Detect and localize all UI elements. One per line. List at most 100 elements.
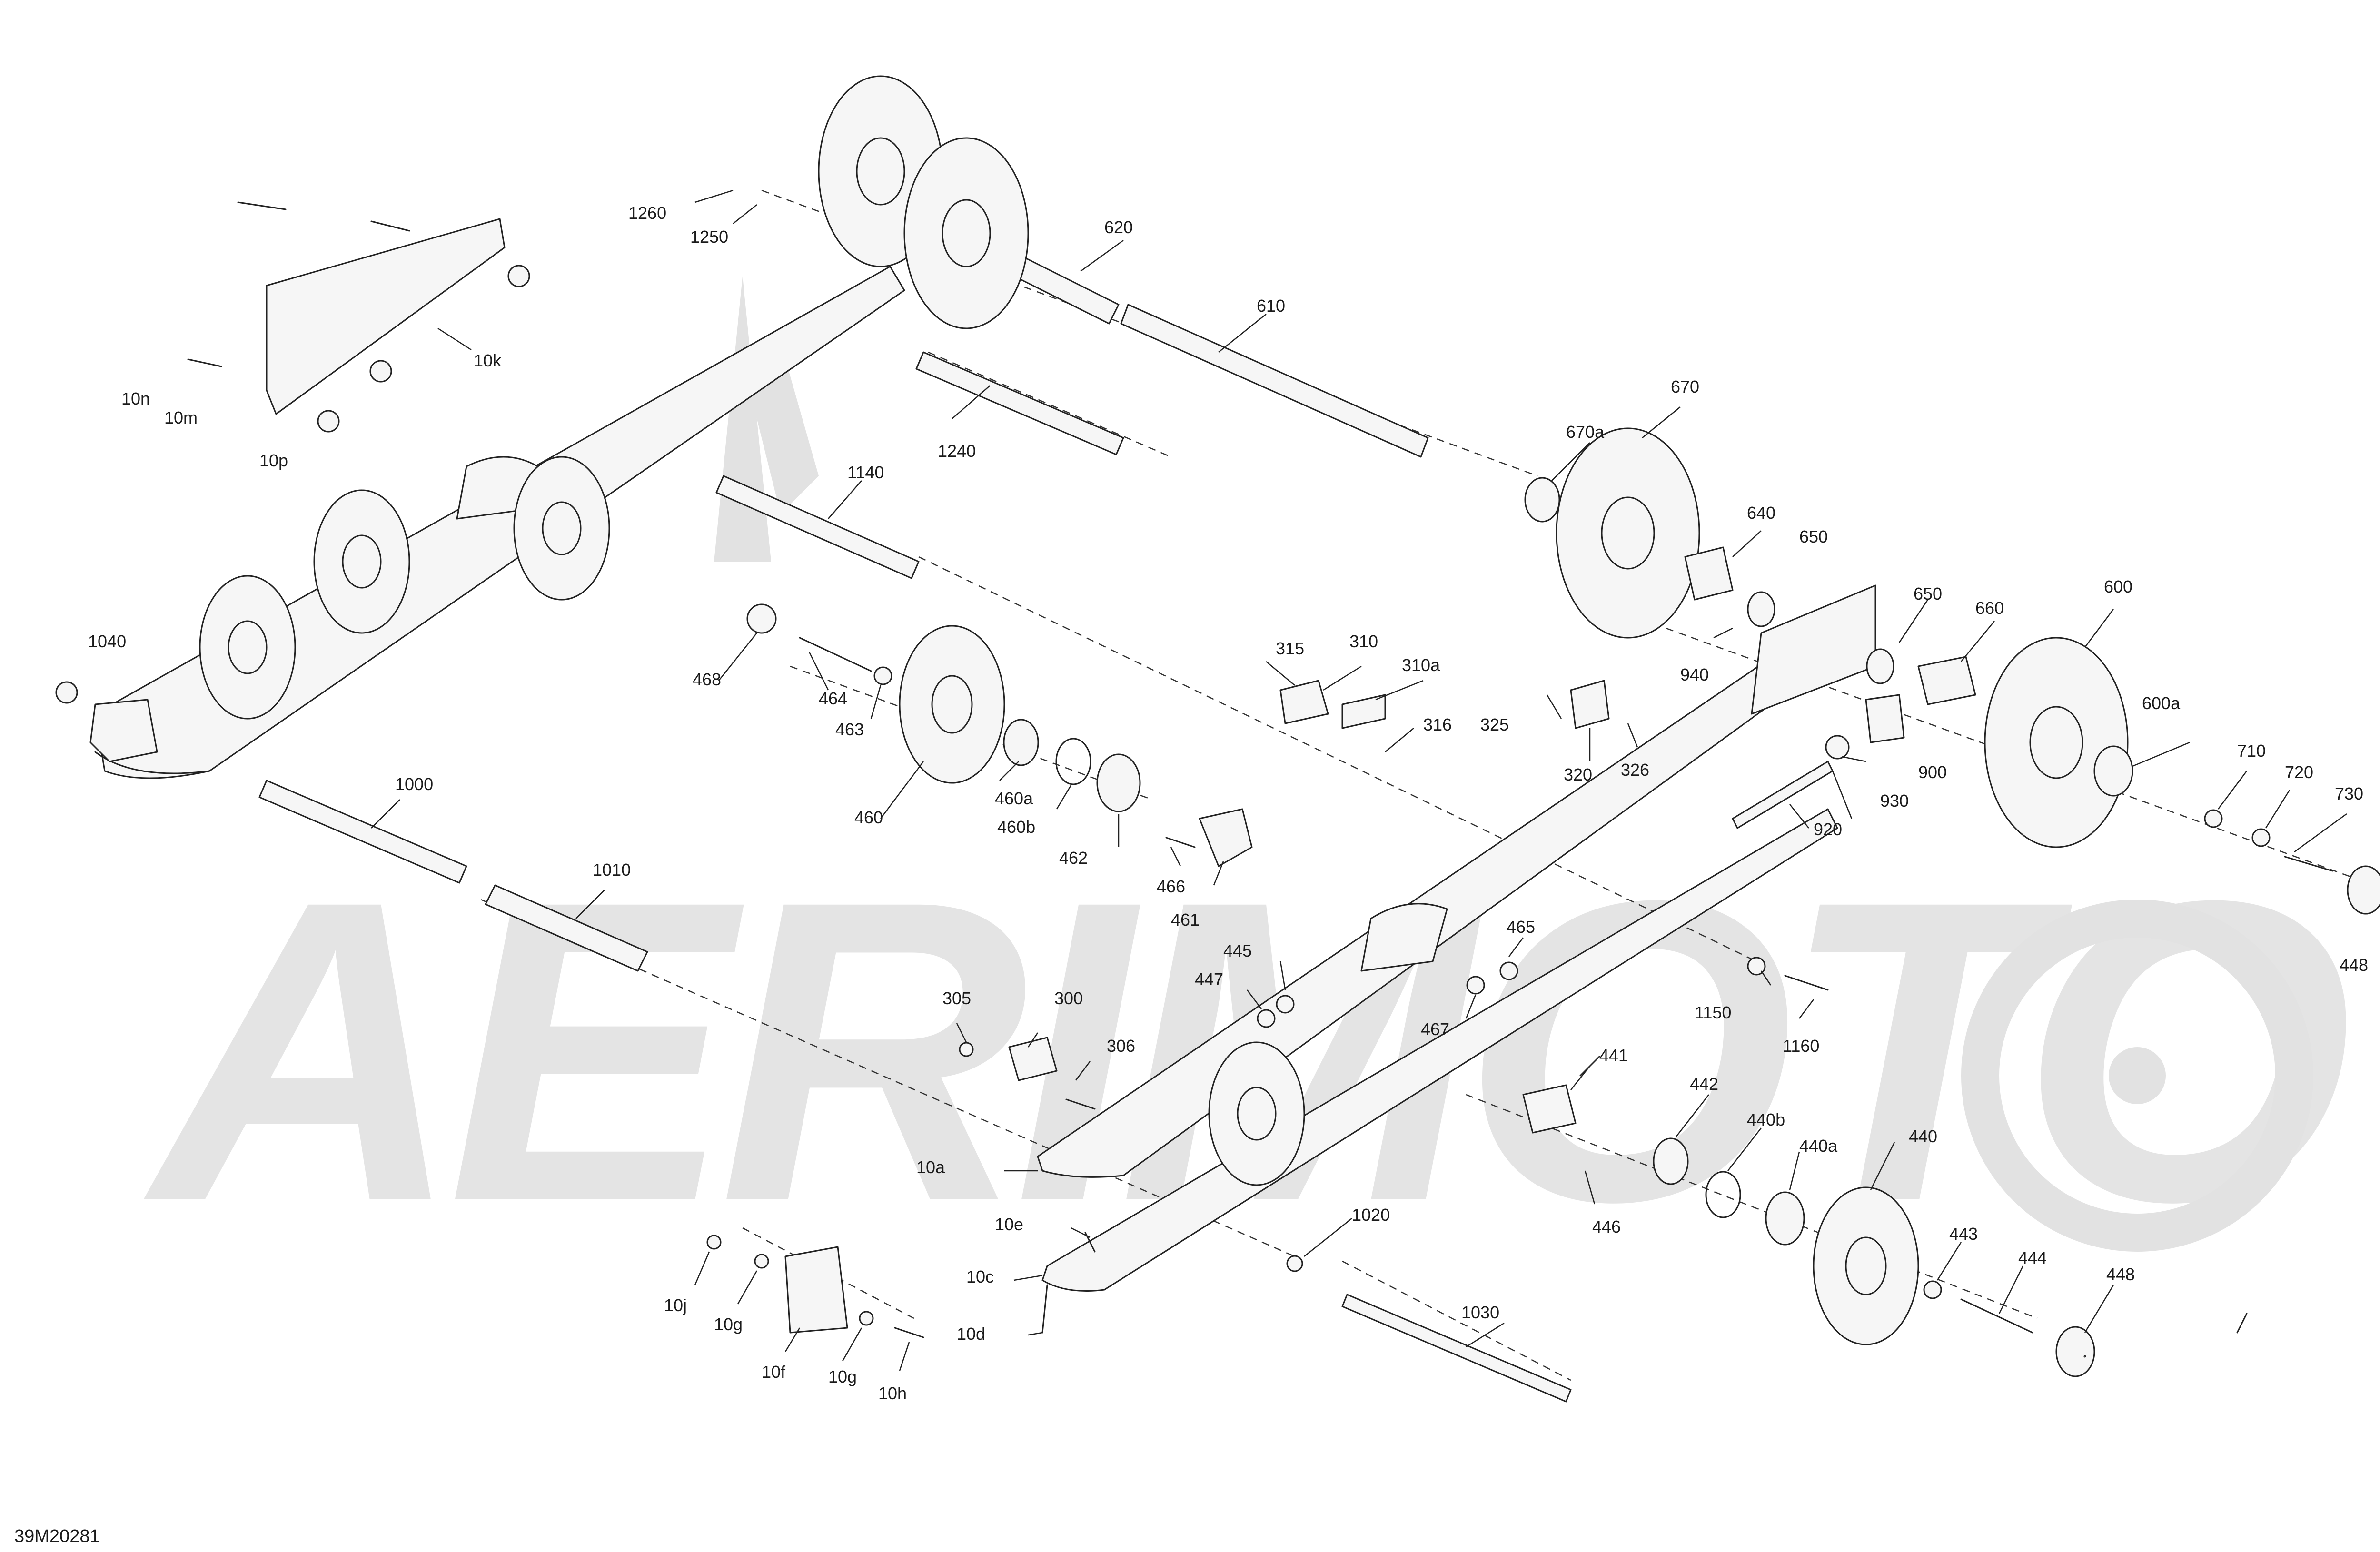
callout-467: 467 [1421, 1019, 1449, 1039]
callout-10a: 10a [916, 1157, 945, 1177]
block-320 [1570, 680, 1610, 729]
wheel-front-left-1 [313, 489, 410, 634]
callout-325: 325 [1480, 715, 1509, 734]
callout-444: 444 [2018, 1248, 2047, 1267]
callout-10f: 10f [762, 1362, 786, 1382]
wheel-near-rail [1208, 1041, 1305, 1186]
slider-461 [1199, 808, 1253, 867]
callout-1020: 1020 [1352, 1205, 1390, 1225]
callout-650a: 650 [1799, 527, 1828, 546]
callout-1010: 1010 [593, 860, 631, 880]
callout-468: 468 [693, 670, 721, 689]
callout-10h: 10h [878, 1384, 907, 1403]
callout-305: 305 [942, 989, 971, 1008]
callout-10k: 10k [474, 351, 502, 370]
callout-310: 310 [1349, 632, 1378, 651]
callout-940: 940 [1680, 665, 1709, 684]
callout-920: 920 [1814, 820, 1842, 839]
callout-448-bottom: 448 [2106, 1265, 2135, 1284]
callout-930: 930 [1880, 791, 1909, 811]
callout-448-top: 448 [2340, 955, 2368, 975]
leader-lines [371, 189, 2347, 1371]
hardware [55, 201, 2380, 1377]
callout-300: 300 [1054, 989, 1083, 1008]
callout-1030: 1030 [1461, 1303, 1499, 1322]
callout-1250: 1250 [690, 227, 728, 247]
callout-326: 326 [1621, 760, 1649, 780]
callout-1240: 1240 [938, 441, 976, 461]
callout-1160: 1160 [1783, 1036, 1819, 1056]
block-441 [1522, 1084, 1577, 1134]
callout-320: 320 [1564, 765, 1592, 784]
cross-shafts [258, 247, 1834, 1403]
callout-10e: 10e [995, 1215, 1023, 1234]
callout-720: 720 [2285, 762, 2313, 782]
callout-640: 640 [1747, 503, 1775, 523]
callout-440a: 440a [1799, 1136, 1838, 1156]
callout-1140: 1140 [847, 463, 884, 482]
wheel-front-left-2 [199, 575, 296, 720]
callout-1040: 1040 [88, 632, 126, 651]
callout-10c: 10c [966, 1267, 994, 1286]
wheel-rear-left-outer [903, 137, 1029, 329]
callout-650b: 650 [1914, 584, 1942, 603]
wheel-rear-right-600 [1984, 637, 2129, 848]
left-rail [94, 266, 905, 779]
callout-460: 460 [854, 808, 883, 827]
callout-670: 670 [1671, 377, 1699, 396]
callout-1150: 1150 [1695, 1003, 1731, 1022]
callout-316: 316 [1423, 715, 1452, 734]
callout-463: 463 [835, 720, 864, 739]
callout-465: 465 [1507, 917, 1535, 937]
callout-660: 660 [1975, 598, 2004, 618]
callout-710: 710 [2237, 741, 2266, 761]
callout-443: 443 [1949, 1224, 1978, 1244]
callout-460a: 460a [995, 789, 1033, 808]
callout-447: 447 [1195, 969, 1223, 989]
callout-610: 610 [1257, 296, 1285, 316]
idler-wheels [199, 75, 2129, 1345]
callout-labels: 1260 1250 620 610 10k 10n 10m 10p 1240 1… [88, 203, 2368, 1403]
callout-441: 441 [1599, 1046, 1628, 1065]
wheel-rear-right-670 [1556, 427, 1700, 639]
callout-10j: 10j [664, 1295, 687, 1315]
callout-446: 446 [1592, 1217, 1621, 1236]
callout-10m: 10m [164, 408, 198, 427]
callout-900: 900 [1918, 762, 1947, 782]
figure-code: 39M20281 [14, 1526, 100, 1546]
callout-10n: 10n [121, 389, 150, 408]
callout-462: 462 [1059, 848, 1088, 868]
wheel-440 [1813, 1186, 1919, 1345]
callout-10p: 10p [259, 451, 288, 470]
callout-10d: 10d [957, 1324, 985, 1344]
callout-600a: 600a [2142, 693, 2181, 713]
bumper-10f [784, 1246, 848, 1334]
plate-10k [266, 218, 506, 415]
callout-670a: 670a [1566, 422, 1605, 442]
block-300 [1008, 1037, 1058, 1081]
callout-460b: 460b [997, 817, 1035, 837]
wheel-460 [899, 625, 1005, 784]
callout-440: 440 [1909, 1127, 1937, 1146]
callout-466: 466 [1157, 877, 1185, 896]
callout-10g-a: 10g [714, 1315, 743, 1334]
callout-10g-b: 10g [828, 1367, 857, 1386]
washer-468 [746, 603, 777, 634]
callout-1000: 1000 [395, 774, 433, 794]
callout-461: 461 [1171, 910, 1200, 929]
callout-306: 306 [1107, 1036, 1135, 1056]
right-rail [1037, 584, 1876, 1178]
block-310 [1279, 680, 1329, 724]
callout-315: 315 [1276, 639, 1304, 658]
front-bumper [89, 699, 158, 762]
wheel-mid-left [513, 456, 610, 601]
callout-1260: 1260 [628, 203, 666, 223]
callout-730: 730 [2335, 784, 2363, 803]
callout-445: 445 [1223, 941, 1252, 960]
callout-442: 442 [1690, 1074, 1718, 1094]
callout-464: 464 [819, 689, 847, 708]
callout-310a: 310a [1402, 655, 1440, 675]
callout-600: 600 [2104, 577, 2132, 596]
callout-620: 620 [1104, 217, 1133, 237]
